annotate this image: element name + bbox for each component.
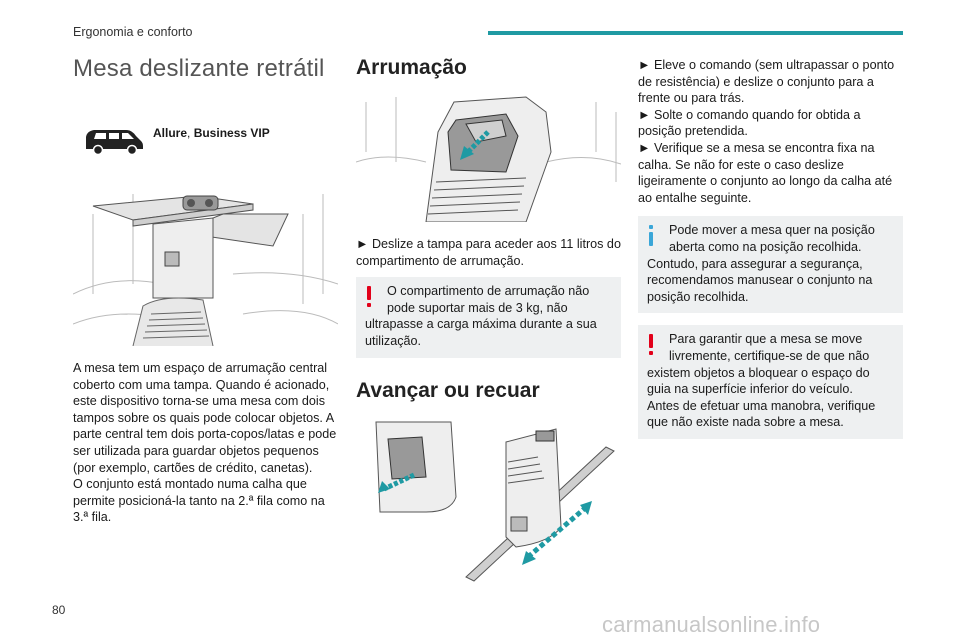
header-section-title: Ergonomia e conforto — [73, 25, 193, 39]
warning-text-first: O compartimento de arrumação não pode su… — [387, 284, 590, 315]
storage-compartment-illustration — [356, 96, 621, 222]
warning-text-first: Para garantir que a mesa se move livreme… — [669, 332, 870, 363]
trim-availability: Allure, Business VIP — [73, 83, 338, 155]
rail-slide-illustration — [375, 421, 615, 582]
table-rail-description: O conjunto está montado numa calha que p… — [73, 477, 325, 525]
warning-text-extra: Antes de efetuar uma manobra, verifique … — [647, 398, 876, 430]
van-icon — [86, 130, 143, 155]
trim-label: Allure, Business VIP — [153, 126, 270, 140]
info-icon — [649, 225, 653, 247]
storage-weight-warning: O compartimento de arrumação não pode su… — [356, 277, 621, 358]
info-text-first: Pode mover a mesa quer na posição aberta… — [669, 223, 875, 254]
info-text-rest: Contudo, para assegurar a segurança, rec… — [647, 256, 873, 304]
header-accent-bar — [488, 31, 903, 35]
watermark: carmanualsonline.info — [602, 612, 821, 637]
move-info-note: Pode mover a mesa quer na posição aberta… — [638, 216, 903, 314]
table-description: A mesa tem um espaço de arrumação centra… — [73, 361, 337, 475]
column-1: Mesa deslizante retrátil Allure, Busines… — [73, 55, 338, 526]
warning-text-rest: existem objetos a bloquear o espaço do g… — [647, 365, 870, 397]
trim-separator: , — [187, 126, 194, 140]
move-bullet-2: ► Solte o comando quando for obtida a po… — [638, 107, 861, 139]
storage-bullet: ► Deslize a tampa para aceder aos 11 lit… — [356, 237, 621, 268]
warning-text-rest: ultrapasse a carga máxima durante a sua … — [365, 317, 597, 348]
move-warning-note: Para garantir que a mesa se move livreme… — [638, 325, 903, 439]
page-number: 80 — [52, 603, 66, 617]
trim-allure: Allure — [153, 126, 188, 140]
column-3: ► Eleve o comando (sem ultrapassar o pon… — [638, 55, 903, 439]
column-2: Arrumação ► Deslize a tampa para aceder … — [356, 55, 621, 587]
section-title-storage: Arrumação — [356, 56, 467, 79]
move-bullet-3: ► Verifique se a mesa se encontra fixa n… — [638, 140, 893, 205]
trim-business-vip: Business VIP — [193, 126, 270, 140]
warning-icon — [649, 334, 653, 356]
warning-icon — [367, 286, 371, 308]
retractable-table-illustration — [73, 194, 338, 346]
section-title-move: Avançar ou recuar — [356, 378, 540, 402]
move-bullet-1: ► Eleve o comando (sem ultrapassar o pon… — [638, 58, 895, 106]
section-title-table: Mesa deslizante retrátil — [73, 55, 325, 82]
